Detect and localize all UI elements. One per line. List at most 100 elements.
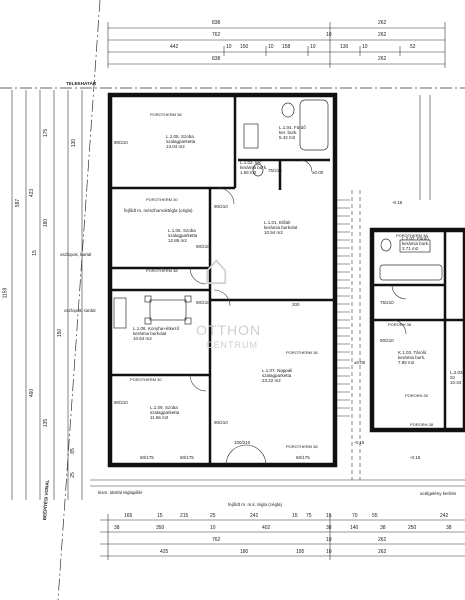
wall-type-label: POROTHERM 38 [286, 444, 318, 449]
dim-bottom-1h: 15 [326, 513, 332, 519]
dim-left-h: 150 [57, 328, 64, 338]
wall-type-label: POROTHERM 30 [130, 377, 162, 382]
door-dimension: 200 [292, 302, 300, 307]
watermark-logo-icon: ⌂ [203, 245, 231, 294]
dim-bottom-1b: 15 [157, 513, 163, 519]
dim-bottom-1a: 165 [124, 513, 133, 519]
dim-top-3i: 52 [410, 44, 416, 50]
dim-bottom-1d: 25 [210, 513, 216, 519]
room-area: 11.66 m2 [150, 415, 169, 421]
stair-hatching [337, 199, 350, 417]
dim-left-a: 597 [15, 198, 22, 208]
dim-top-1a: 838 [212, 20, 221, 26]
column-note: oszlopok, kartal [60, 252, 92, 257]
level-marker: ±0.00 [312, 170, 324, 175]
room-name: Előtér [279, 220, 291, 225]
room-floor: kerámia burkolat [133, 331, 167, 337]
dim-bottom-4a: 425 [160, 549, 169, 555]
room-area: 10.94 m2 [264, 230, 283, 236]
dim-bottom-2g: 38 [380, 525, 386, 531]
wall-type-label: POROTHERM 38 [146, 268, 178, 273]
bottom-dimension-lines [100, 514, 465, 560]
room-l108: L.1.08. Konyha+étkező kerámia burkolat 1… [133, 326, 179, 342]
room-floor: kerámia burk. [402, 241, 430, 247]
room-number: L.1.05. [166, 134, 180, 139]
room-number: L.2.02. [402, 236, 416, 241]
room-area: 12.86 m2 [168, 238, 187, 244]
outer-walls [107, 92, 465, 468]
room-name: Sz [450, 375, 456, 381]
door-swings [189, 159, 407, 466]
dim-bottom-2f: 140 [350, 525, 359, 531]
dim-left-e: 175 [43, 128, 50, 138]
left-dimension-lines [11, 90, 83, 500]
dim-top-3d: 10 [268, 44, 274, 50]
door-dimension: 90/210 [380, 338, 394, 343]
dim-left-total: 1159 [2, 287, 9, 299]
inner-walls [110, 95, 465, 465]
room-name: Szoba [165, 405, 178, 410]
dim-bottom-1e: 242 [250, 513, 259, 519]
room-area: 3.71 m2 [402, 246, 419, 252]
dim-left-d: 460 [29, 388, 36, 398]
room-k103: K.1.03. Tároló kerámia burk. 7.85 m2 [398, 350, 426, 366]
dim-top-3h: 10 [362, 44, 368, 50]
wall-type-label: PORORH.38 [410, 422, 434, 427]
site-lines [90, 95, 465, 487]
watermark-main: OTTHON [196, 322, 262, 338]
door-dimension: 90/210 [114, 400, 128, 405]
room-area: 23.22 m2 [262, 378, 281, 384]
dim-top-3e: 158 [282, 44, 291, 50]
room-number: L.1.07. [262, 368, 276, 373]
dim-top-1b: 262 [378, 20, 387, 26]
property-line-label: TELEKHATÁR [66, 81, 97, 86]
room-l105: L.1.05. Szoba szalagparketta 13.04 m2 [166, 134, 195, 150]
dim-top-3b: 10 [226, 44, 232, 50]
room-number: L.2.03. [450, 370, 464, 375]
room-area: 1.65 m2 [240, 170, 257, 176]
dim-bottom-2a: 38 [114, 525, 120, 531]
wall-type-label: POROTHERM 38 [150, 112, 182, 117]
dim-top-3c: 150 [240, 44, 249, 50]
building-line [57, 0, 101, 600]
dim-bottom-4b: 180 [240, 549, 249, 555]
dim-left-j: 85 [69, 448, 76, 454]
room-number: L.1.09. [150, 405, 164, 410]
door-dimension: 90/210 [214, 204, 228, 209]
room-l104: L.1.04. Fürdő ker. burk. 5.42 m2 [279, 125, 306, 141]
room-name: Nappali [277, 368, 293, 373]
door-dimension: 75/210 [380, 300, 394, 305]
dim-bottom-1i: 70 [352, 513, 358, 519]
dim-bottom-3a: 762 [212, 537, 221, 543]
kitchen-furniture [113, 295, 192, 329]
dim-top-3a: 442 [170, 44, 179, 50]
wall-type-label: PORORH.38 [388, 322, 412, 327]
door-dimension: 90/210 [196, 244, 210, 249]
sanitary-fixtures [243, 99, 443, 281]
dim-bottom-1c: 215 [180, 513, 189, 519]
room-area: 5.42 m2 [279, 135, 296, 141]
dim-bottom-1j: 55 [372, 513, 378, 519]
room-floor: szalagparketta [166, 139, 196, 145]
room-l107: L.1.07. Nappali szalagparketta 23.22 m2 [262, 368, 292, 384]
room-floor: kerámia burk. [398, 355, 426, 361]
room-name: Szoba [183, 228, 196, 233]
dim-left-g: 135 [43, 418, 50, 428]
dim-bottom-2d: 402 [262, 525, 271, 531]
dim-top-2c: 262 [378, 32, 387, 38]
wall-type-label: POROTHERM 38 [286, 350, 318, 355]
dim-top-2b: 10 [326, 32, 332, 38]
dim-left-b: 423 [29, 188, 36, 198]
room-floor: ker. burk. [279, 130, 298, 136]
door-dimension: 60/175 [296, 455, 310, 460]
watermark-sub: CENTRUM [206, 340, 258, 350]
room-l101: L.1.01. Előtér kerámia burkolat 10.94 m2 [264, 220, 297, 236]
dim-top-2a: 762 [212, 32, 221, 38]
room-area: 7.85 m2 [398, 360, 415, 366]
level-marker: -0.15 [410, 455, 421, 460]
room-number: L.1.02. [240, 160, 254, 165]
dim-bottom-2i: 38 [446, 525, 452, 531]
dim-bottom-3b: 10 [326, 537, 332, 543]
door-dimension: 60/175 [140, 455, 154, 460]
dim-top-4b: 262 [378, 56, 387, 62]
